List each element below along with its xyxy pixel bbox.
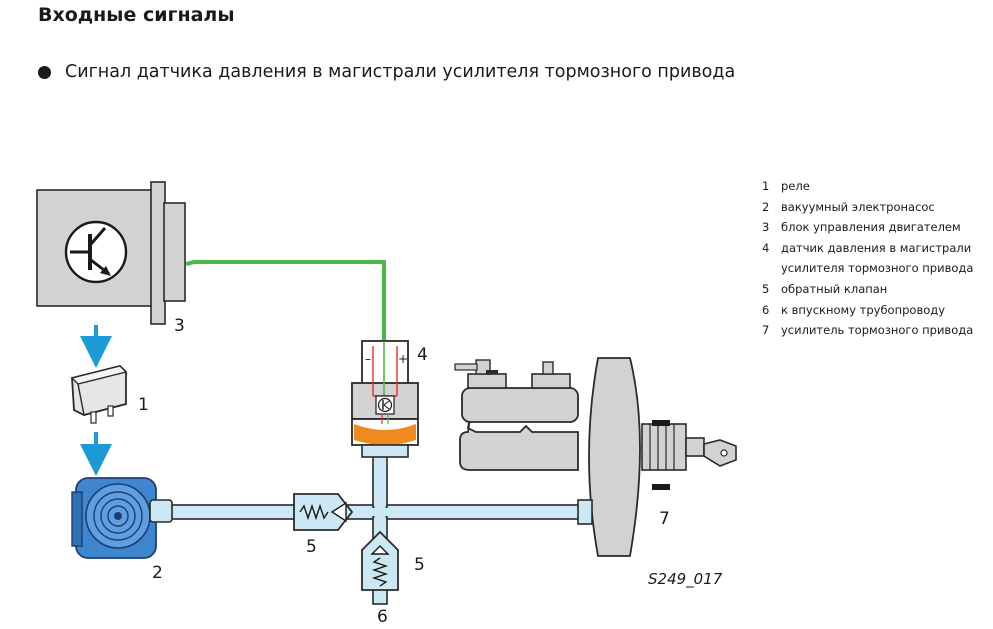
check-valve-horizontal bbox=[293, 493, 354, 531]
callout-7: 7 bbox=[659, 509, 670, 529]
pressure-sensor: – + bbox=[351, 340, 419, 458]
callout-4: 4 bbox=[417, 345, 428, 365]
relay-pin bbox=[90, 411, 97, 424]
pump-outlet bbox=[149, 499, 173, 523]
master-cylinder bbox=[454, 359, 579, 471]
callout-6: 6 bbox=[377, 607, 388, 627]
spring-icon bbox=[299, 503, 329, 521]
sensor-diaphragm bbox=[354, 424, 416, 445]
legend-item: 7 усилитель тормозного привода bbox=[762, 320, 990, 341]
booster-port bbox=[577, 499, 593, 525]
legend-text: датчик давления в магистрали bbox=[781, 240, 972, 255]
callout-5b: 5 bbox=[414, 555, 425, 575]
pump-ring bbox=[107, 505, 129, 527]
legend-item: 5 обратный клапан bbox=[762, 279, 990, 300]
legend-number: 2 bbox=[762, 199, 770, 214]
relay bbox=[70, 365, 128, 424]
valve-ball-icon bbox=[370, 545, 390, 555]
reservoir-cap bbox=[531, 373, 571, 389]
sensor-port bbox=[361, 444, 409, 458]
clevis-hole bbox=[720, 449, 728, 457]
legend-number: 7 bbox=[762, 323, 770, 338]
legend-item: 6 к впускному трубопроводу bbox=[762, 300, 990, 321]
relay-edge bbox=[77, 383, 85, 416]
legend-text: реле bbox=[781, 179, 810, 193]
legend-number: 6 bbox=[762, 302, 770, 317]
signal-wire bbox=[185, 260, 386, 341]
legend-item: 1 реле bbox=[762, 176, 990, 197]
legend-number: 4 bbox=[762, 240, 770, 255]
legend-item: 2 вакуумный электронасос bbox=[762, 197, 990, 218]
check-valve-vertical bbox=[361, 530, 399, 591]
reservoir-cap bbox=[467, 373, 507, 389]
callout-1: 1 bbox=[138, 395, 149, 415]
main-vacuum-line bbox=[149, 504, 581, 520]
sensor-connector bbox=[361, 340, 409, 385]
callout-3: 3 bbox=[174, 316, 185, 336]
callout-2: 2 bbox=[152, 563, 163, 583]
legend-text: к впускному трубопроводу bbox=[781, 302, 946, 317]
plus-sign: + bbox=[398, 352, 408, 366]
legend-item: 3 блок управления двигателем bbox=[762, 217, 990, 238]
legend-item: усилителя тормозного привода bbox=[762, 258, 990, 279]
engine-control-unit bbox=[36, 181, 186, 325]
callout-5a: 5 bbox=[306, 537, 317, 557]
booster-housing bbox=[588, 357, 641, 557]
pump-center bbox=[114, 512, 122, 520]
relay-top bbox=[70, 365, 128, 385]
ecu-flange bbox=[150, 181, 166, 325]
rod-clevis bbox=[703, 439, 737, 467]
cap-stem bbox=[542, 361, 554, 375]
legend: 1 реле 2 вакуумный электронасос 3 блок у… bbox=[762, 176, 990, 341]
figure-code: S249_017 bbox=[648, 570, 723, 589]
electric-vacuum-pump bbox=[71, 477, 173, 559]
legend-text: усилителя тормозного привода bbox=[781, 261, 974, 276]
line-junction bbox=[374, 504, 386, 520]
legend-number: 3 bbox=[762, 220, 770, 235]
bullet-icon bbox=[38, 65, 51, 79]
pump-flange bbox=[71, 491, 83, 547]
legend-text: вакуумный электронасос bbox=[781, 199, 935, 214]
brake-booster bbox=[577, 357, 737, 557]
legend-number: 1 bbox=[762, 179, 770, 193]
relay-pin bbox=[107, 405, 114, 417]
page-heading: Входные сигналы bbox=[38, 4, 235, 26]
sensor-transistor-icon bbox=[377, 397, 393, 413]
cylinder-body bbox=[459, 417, 579, 471]
legend-number: 5 bbox=[762, 281, 770, 296]
sensor-clip bbox=[486, 370, 498, 374]
ecu-connector bbox=[163, 202, 186, 302]
legend-text: обратный клапан bbox=[781, 281, 888, 296]
sensor-vacuum-line bbox=[372, 454, 388, 508]
mount-stud bbox=[652, 484, 670, 490]
valve-ball-icon bbox=[330, 501, 347, 523]
sensor-plug bbox=[454, 363, 478, 371]
subheading-text: Сигнал датчика давления в магистрали уси… bbox=[65, 62, 736, 82]
booster-boot bbox=[641, 423, 687, 471]
sensor-transistor-leg bbox=[383, 404, 390, 410]
legend-text: усилитель тормозного привода bbox=[781, 323, 974, 338]
section-subheading: Сигнал датчика давления в магистрали уси… bbox=[38, 62, 735, 82]
valve-body bbox=[361, 530, 399, 591]
push-rod bbox=[685, 437, 705, 457]
transistor-icon bbox=[64, 220, 128, 284]
sensor-transistor-leg bbox=[383, 400, 390, 406]
fluid-reservoir bbox=[461, 387, 579, 423]
mount-stud bbox=[652, 420, 670, 426]
legend-text: блок управления двигателем bbox=[781, 220, 961, 235]
spring-icon bbox=[371, 557, 389, 587]
pump-ring bbox=[100, 498, 136, 534]
pump-ring bbox=[93, 491, 143, 541]
minus-sign: – bbox=[365, 352, 371, 366]
legend-item: 4 датчик давления в магистрали bbox=[762, 238, 990, 259]
